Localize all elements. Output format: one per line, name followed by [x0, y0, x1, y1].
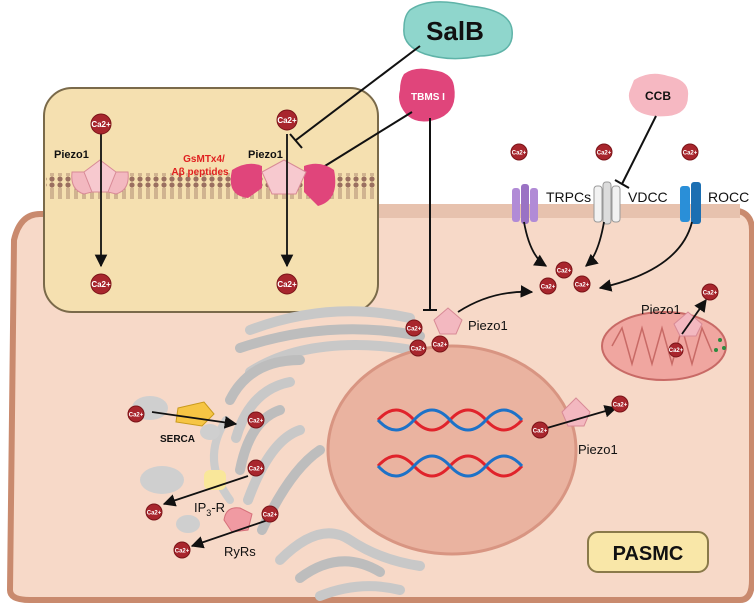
svg-text:Ca2+: Ca2+ [277, 280, 297, 289]
calcium-ion: Ca2+ [611, 395, 629, 413]
calcium-ion: Ca2+ [127, 405, 145, 423]
svg-text:Ca2+: Ca2+ [683, 150, 698, 156]
trpcs-label: TRPCs [546, 189, 591, 205]
pasmc-label-box: PASMC [587, 531, 709, 573]
svg-text:Ca2+: Ca2+ [411, 346, 426, 352]
calcium-ion: Ca2+ [145, 503, 163, 521]
inhibitor-label-line1: GsMTx4/ [183, 154, 225, 165]
calcium-ion: Ca2+ [247, 411, 265, 429]
calcium-ion: Ca2+ [90, 113, 112, 135]
svg-text:Ca2+: Ca2+ [703, 290, 718, 296]
svg-text:Ca2+: Ca2+ [669, 348, 684, 354]
ccb-inhibit-vdcc-line [621, 115, 657, 185]
dna-helix-1 [376, 408, 524, 432]
mitochondrion [601, 311, 727, 381]
calcium-ion: Ca2+ [409, 339, 427, 357]
ryrs-label: RyRs [224, 544, 256, 559]
internal-flux-arrows [151, 298, 707, 549]
rocc-channel: ROCC [680, 182, 749, 224]
calcium-ion: Ca2+ [405, 319, 423, 337]
salb-label: SalB [426, 16, 484, 46]
calcium-ion: Ca2+ [555, 261, 573, 279]
tbms-inhibit-piezo-inset-line [311, 111, 413, 175]
piezo1-nucleus: Piezo1 [561, 397, 618, 457]
svg-text:Ca2+: Ca2+ [407, 326, 422, 332]
calcium-ion: Ca2+ [276, 109, 298, 131]
calcium-ion: Ca2+ [510, 143, 528, 161]
svg-text:Ca2+: Ca2+ [512, 150, 527, 156]
calcium-ion: Ca2+ [261, 505, 279, 523]
piezo1-er: Piezo1 [433, 307, 508, 335]
calcium-ion: Ca2+ [701, 283, 719, 301]
ccb-label: CCB [645, 89, 671, 103]
svg-text:Ca2+: Ca2+ [597, 150, 612, 156]
salb-inhibit-line [295, 45, 421, 141]
vdcc-label: VDCC [628, 189, 668, 205]
inhibitor-label-line2: Aβ peptides [171, 167, 229, 178]
calcium-ion: Ca2+ [668, 342, 684, 358]
tbms-molecule: TBMS I [399, 68, 455, 122]
trpc-channel: TRPCs [512, 184, 591, 224]
svg-text:Ca2+: Ca2+ [533, 428, 548, 434]
piezo1-er-label: Piezo1 [468, 318, 508, 333]
svg-text:Ca2+: Ca2+ [249, 418, 264, 424]
svg-text:Ca2+: Ca2+ [129, 412, 144, 418]
dna-helix-2 [376, 454, 524, 478]
svg-text:Ca2+: Ca2+ [433, 342, 448, 348]
svg-text:Ca2+: Ca2+ [557, 268, 572, 274]
calcium-ion: Ca2+ [276, 273, 298, 295]
piezo1-nucleus-label: Piezo1 [578, 442, 618, 457]
svg-text:Ca2+: Ca2+ [147, 510, 162, 516]
svg-text:Ca2+: Ca2+ [175, 548, 190, 554]
calcium-ion: Ca2+ [531, 421, 549, 439]
serca-label: SERCA [160, 434, 195, 445]
calcium-ions: Ca2+ Ca2+ Ca2+ Ca2+ Ca2+ Ca2+ Ca2+ Ca2+ Ca2+ Ca2+… [90, 109, 719, 559]
calcium-ion: Ca2+ [247, 459, 265, 477]
vdcc-channel: VDCC [593, 181, 668, 225]
piezo1-inset-right-label: Piezo1 [248, 149, 283, 161]
pasmc-label: PASMC [613, 543, 684, 565]
calcium-ion: Ca2+ [539, 277, 557, 295]
piezo1-mito-label: Piezo1 [641, 302, 681, 317]
svg-text:Ca2+: Ca2+ [91, 280, 111, 289]
rocc-label: ROCC [708, 189, 749, 205]
piezo1-inset-left-label: Piezo1 [54, 149, 89, 161]
svg-text:Ca2+: Ca2+ [277, 116, 297, 125]
svg-text:Ca2+: Ca2+ [575, 282, 590, 288]
tbms-label: TBMS I [411, 92, 445, 103]
svg-text:Ca2+: Ca2+ [263, 512, 278, 518]
channel-influx-arrows [457, 221, 693, 313]
ccb-molecule: CCB [628, 73, 689, 117]
calcium-ion: Ca2+ [431, 335, 449, 353]
piezo1-inset-left: Piezo1 [54, 149, 129, 195]
calcium-ion: Ca2+ [173, 541, 191, 559]
salb-molecule: SalB [403, 1, 513, 60]
endoplasmic-reticulum [210, 306, 445, 601]
calcium-ion: Ca2+ [681, 143, 699, 161]
svg-text:Ca2+: Ca2+ [613, 402, 628, 408]
calcium-ion: Ca2+ [90, 273, 112, 295]
svg-text:Ca2+: Ca2+ [91, 120, 111, 129]
ryrs-channel: RyRs [223, 507, 256, 559]
calcium-ion: Ca2+ [573, 275, 591, 293]
svg-text:Ca2+: Ca2+ [249, 466, 264, 472]
calcium-ion: Ca2+ [595, 143, 613, 161]
ip3r-label: IP3-R [194, 500, 225, 518]
piezo1-inset-right: Piezo1 GsMTx4/ Aβ peptides [171, 149, 336, 206]
svg-text:Ca2+: Ca2+ [541, 284, 556, 290]
nucleus [326, 344, 578, 556]
